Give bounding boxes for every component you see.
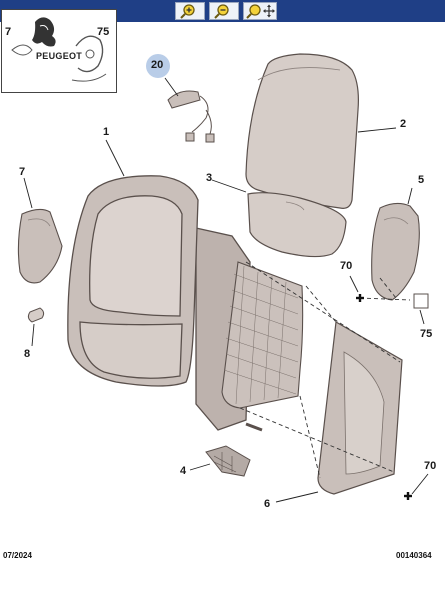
- clip-part-75[interactable]: [413, 293, 429, 309]
- bulb-part[interactable]: [27, 307, 45, 323]
- footer-reference: 00140364: [396, 551, 432, 560]
- indicator-lamp-part[interactable]: [17, 208, 63, 284]
- callout-7[interactable]: 7: [19, 166, 26, 178]
- pan-zoom-button[interactable]: [243, 2, 277, 20]
- callout-70-upper[interactable]: 70: [340, 260, 353, 272]
- lion-emblem-icon: [11, 17, 107, 82]
- callout-70-lower[interactable]: 70: [424, 460, 437, 472]
- callout-1[interactable]: 1: [103, 126, 110, 138]
- callout-20[interactable]: 20: [151, 59, 164, 71]
- magnifier-move-icon: [246, 4, 275, 19]
- callout-6[interactable]: 6: [264, 498, 271, 510]
- callout-8[interactable]: 8: [24, 348, 31, 360]
- magnifier-plus-icon: [180, 4, 195, 19]
- brand-name: PEUGEOT: [36, 51, 83, 61]
- zoom-in-button[interactable]: [175, 2, 205, 20]
- callout-5[interactable]: 5: [418, 174, 425, 186]
- small-grille-part[interactable]: [205, 445, 251, 477]
- lower-cover-part[interactable]: [371, 202, 420, 301]
- screw-part-70-lower[interactable]: [404, 492, 412, 500]
- logo-ref-left: 7: [5, 26, 12, 38]
- callout-75[interactable]: 75: [420, 328, 433, 340]
- mirror-glass-part[interactable]: [245, 53, 359, 209]
- highlight-badge-20[interactable]: [146, 54, 170, 78]
- zoom-out-button[interactable]: [209, 2, 239, 20]
- blind-spot-glass-part[interactable]: [247, 192, 347, 258]
- footer-date: 07/2024: [3, 551, 32, 560]
- callout-2[interactable]: 2: [400, 118, 407, 130]
- callout-3[interactable]: 3: [206, 172, 213, 184]
- brand-logo-panel: 7 75 PEUGEOT: [1, 9, 117, 93]
- magnifier-minus-icon: [214, 4, 229, 19]
- logo-ref-right: 75: [97, 26, 110, 38]
- callout-4[interactable]: 4: [180, 465, 187, 477]
- wiring-harness-part[interactable]: [167, 90, 215, 143]
- screw-part-70-upper[interactable]: [356, 294, 364, 302]
